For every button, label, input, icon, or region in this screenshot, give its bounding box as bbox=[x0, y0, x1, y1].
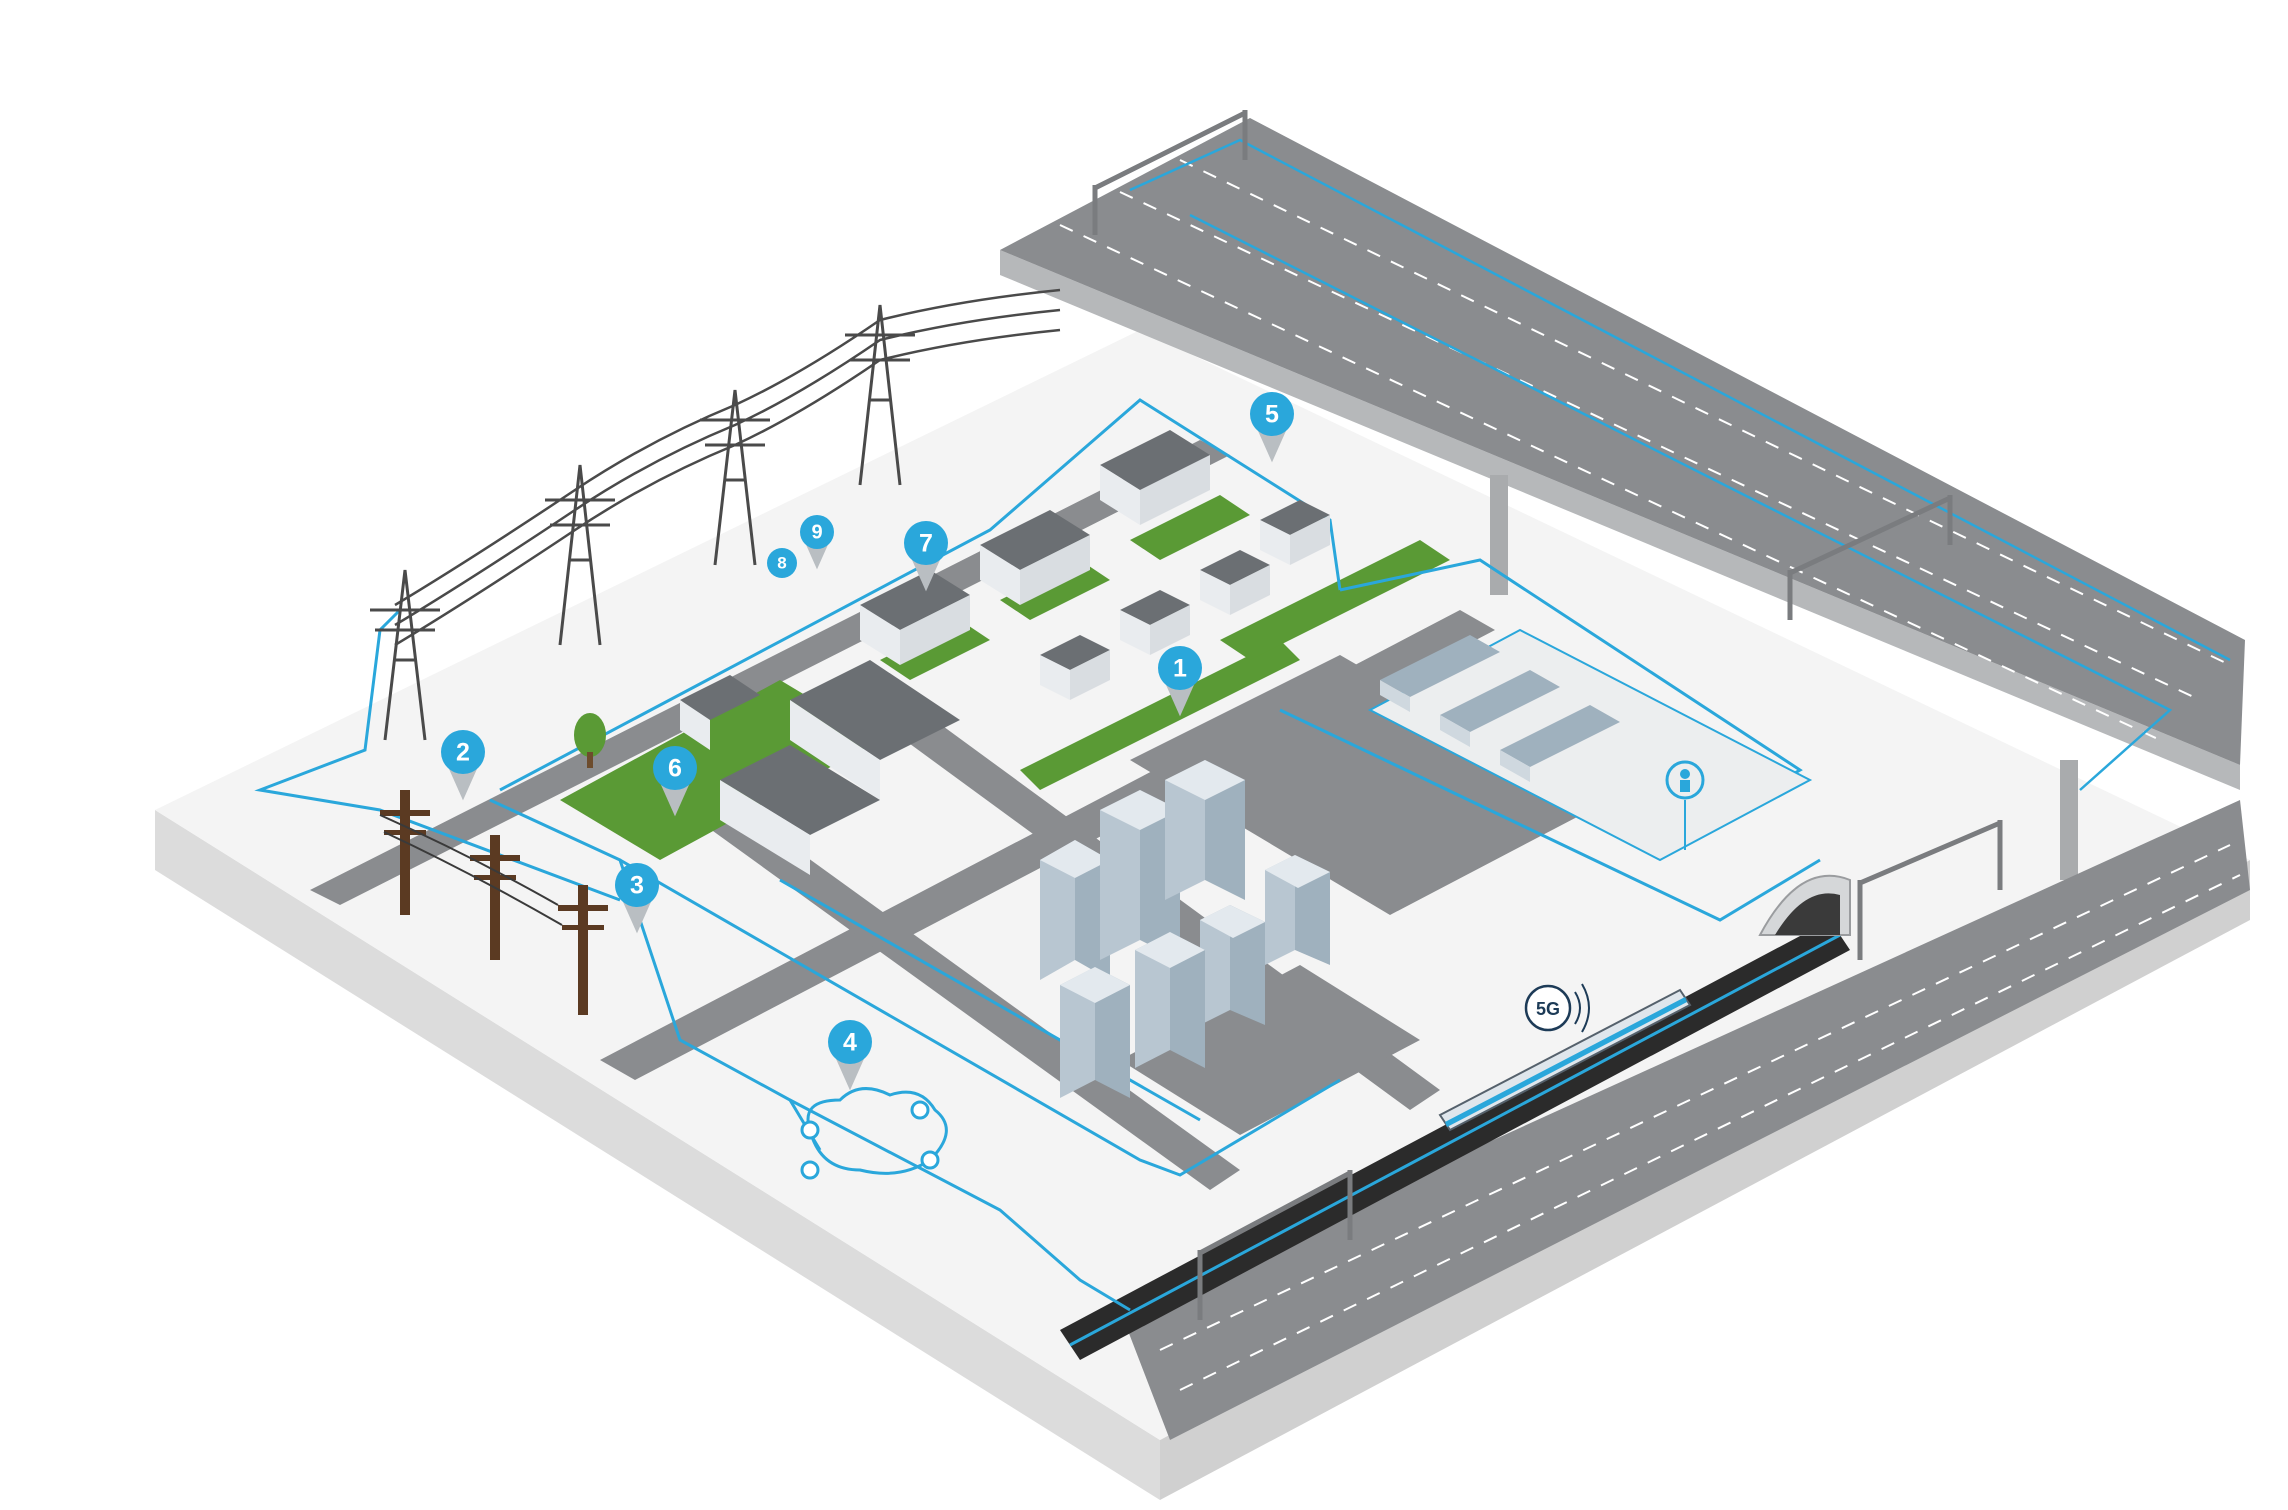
marker-7: 7 bbox=[904, 521, 948, 592]
marker-label: 6 bbox=[668, 754, 682, 782]
marker-label: 5 bbox=[1265, 400, 1279, 428]
highway-lane-line bbox=[1119, 191, 2201, 701]
traffic-gantry-icon bbox=[1092, 110, 1248, 235]
marker-circle bbox=[828, 1020, 872, 1064]
highway-lane-line bbox=[1059, 224, 2161, 741]
traffic-gantry-icon bbox=[1857, 820, 2003, 960]
elevated-highway bbox=[1000, 110, 2245, 880]
office-tower-icon bbox=[1165, 760, 1245, 900]
marker-6: 6 bbox=[653, 746, 697, 817]
marker-5: 5 bbox=[1250, 392, 1294, 463]
lower-highway bbox=[1060, 800, 2250, 1440]
marker-circle bbox=[615, 863, 659, 907]
marker-label: 7 bbox=[919, 529, 933, 557]
utility-pole-icon bbox=[470, 835, 520, 960]
power-pylon-icon bbox=[700, 389, 770, 566]
marker-circle bbox=[800, 515, 834, 549]
road-cross bbox=[670, 780, 1240, 1190]
highway-support-pillars bbox=[1490, 475, 2078, 880]
marker-4: 4 bbox=[828, 1020, 872, 1091]
highway-network-cable bbox=[1189, 213, 2173, 791]
lower-highway-road bbox=[1120, 800, 2250, 1440]
utility-pole-icon bbox=[380, 790, 430, 915]
factory-icon bbox=[1380, 635, 1500, 712]
terrace-houses bbox=[680, 660, 960, 875]
house-icon bbox=[1120, 590, 1190, 655]
highway-lane-line bbox=[1179, 159, 2231, 666]
traffic-gantry-icon bbox=[1787, 495, 1953, 620]
tunnel-icon bbox=[1758, 874, 1851, 936]
marker-circle bbox=[441, 730, 485, 774]
power-pylon-icon bbox=[370, 569, 440, 741]
office-district bbox=[1040, 760, 1330, 1098]
utility-pole-icon bbox=[558, 885, 608, 1015]
person-with-phone-icon bbox=[1665, 760, 1705, 850]
5g-badge-label: 5G bbox=[1536, 999, 1560, 1019]
marker-label: 9 bbox=[811, 521, 822, 543]
utility-poles bbox=[379, 790, 608, 1015]
5g-badge: 5G bbox=[1524, 983, 1590, 1033]
factory-icon bbox=[1440, 670, 1560, 747]
house-icon bbox=[1200, 550, 1270, 615]
power-pylon-icon bbox=[845, 304, 915, 486]
marker-circle bbox=[1158, 646, 1202, 690]
marker-label: 8 bbox=[777, 554, 786, 573]
office-tower-icon bbox=[1265, 855, 1330, 965]
marker-9: 9 bbox=[800, 515, 834, 570]
platform-top bbox=[155, 330, 2250, 1440]
house-icon bbox=[980, 510, 1090, 605]
marker-3: 3 bbox=[615, 863, 659, 934]
numbered-markers: 1 2 3 4 5 6 7 8 9 bbox=[441, 392, 1294, 1091]
train-icon bbox=[1438, 988, 1692, 1132]
residential-area bbox=[574, 430, 1330, 875]
marker-circle bbox=[1250, 392, 1294, 436]
office-tower-icon bbox=[1135, 932, 1205, 1068]
marker-1: 1 bbox=[1158, 646, 1202, 717]
house-icon bbox=[860, 570, 970, 665]
house-icon bbox=[1040, 635, 1110, 700]
parking-lot-lower bbox=[1120, 965, 1420, 1135]
house-icon bbox=[1100, 430, 1210, 525]
office-tower-icon bbox=[1060, 967, 1130, 1098]
office-tower-icon bbox=[1200, 905, 1265, 1025]
marker-circle bbox=[767, 548, 797, 578]
house-icon bbox=[1260, 500, 1330, 565]
traffic-gantry-icon bbox=[1197, 1170, 1353, 1320]
marker-8: 8 bbox=[767, 548, 797, 578]
factory-area bbox=[1367, 628, 1813, 862]
marker-circle bbox=[653, 746, 697, 790]
marker-label: 4 bbox=[843, 1028, 857, 1056]
marker-circle bbox=[904, 521, 948, 565]
highway-network-cable bbox=[1129, 138, 2231, 662]
utility-wires bbox=[379, 814, 563, 926]
platform-side-left bbox=[155, 810, 1160, 1500]
factory-icon bbox=[1500, 705, 1620, 782]
tree-icon bbox=[574, 713, 606, 768]
power-pylons bbox=[370, 304, 915, 741]
marker-2: 2 bbox=[441, 730, 485, 801]
highway-deck-side bbox=[1000, 250, 2240, 790]
cloud-network-icon bbox=[800, 1087, 948, 1180]
power-pylon-icon bbox=[545, 464, 615, 646]
office-tower-icon bbox=[1040, 840, 1110, 980]
highway-deck bbox=[1000, 118, 2245, 765]
marker-label: 3 bbox=[630, 871, 644, 899]
marker-label: 1 bbox=[1173, 654, 1187, 682]
parking-lot bbox=[1130, 655, 1600, 915]
marker-label: 2 bbox=[456, 738, 470, 766]
